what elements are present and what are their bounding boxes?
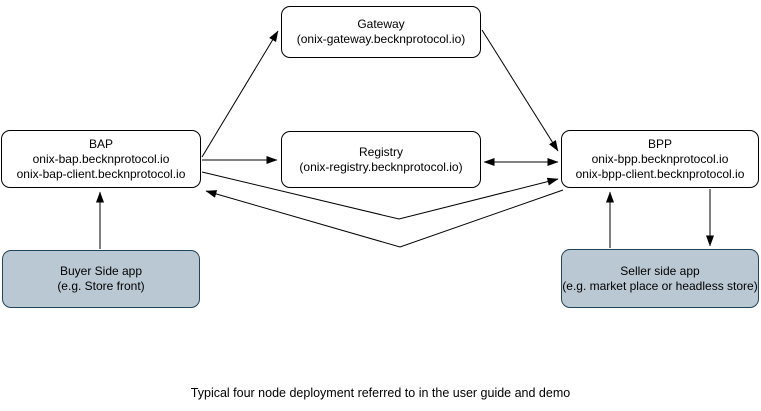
bpp-node: BPP onix-bpp.becknprotocol.io onix-bpp-c… bbox=[561, 130, 759, 188]
gateway-url: (onix-gateway.becknprotocol.io) bbox=[296, 32, 466, 46]
bap-node: BAP onix-bap.becknprotocol.io onix-bap-c… bbox=[1, 130, 201, 188]
buyer-app-title: Buyer Side app bbox=[59, 264, 143, 278]
seller-app-node: Seller side app (e.g. market place or he… bbox=[561, 249, 759, 308]
bpp-url: onix-bpp.becknprotocol.io bbox=[591, 151, 729, 166]
edge-gateway-to-bpp-arrow bbox=[481, 29, 559, 152]
seller-app-subtitle: (e.g. market place or headless store) bbox=[562, 278, 758, 293]
bap-url: onix-bap.becknprotocol.io bbox=[32, 151, 170, 166]
diagram-caption: Typical four node deployment referred to… bbox=[190, 386, 571, 400]
gateway-title: Gateway bbox=[357, 17, 405, 31]
seller-app-title: Seller side app bbox=[620, 263, 700, 278]
bpp-title: BPP bbox=[647, 136, 672, 151]
bap-client-url: onix-bap-client.becknprotocol.io bbox=[16, 166, 186, 181]
buyer-app-node: Buyer Side app (e.g. Store front) bbox=[2, 250, 200, 308]
gateway-node: Gateway (onix-gateway.becknprotocol.io) bbox=[281, 6, 481, 58]
registry-url: (onix-registry.becknprotocol.io) bbox=[299, 159, 463, 174]
bap-title: BAP bbox=[88, 136, 113, 151]
edge-bap-to-gateway-arrow bbox=[201, 30, 279, 158]
bpp-client-url: onix-bpp-client.becknprotocol.io bbox=[575, 166, 745, 181]
buyer-app-subtitle: (e.g. Store front) bbox=[57, 279, 145, 293]
registry-title: Registry bbox=[358, 144, 403, 159]
registry-node: Registry (onix-registry.becknprotocol.io… bbox=[281, 131, 481, 188]
edge-bpp-to-bap-arrow bbox=[205, 189, 564, 248]
